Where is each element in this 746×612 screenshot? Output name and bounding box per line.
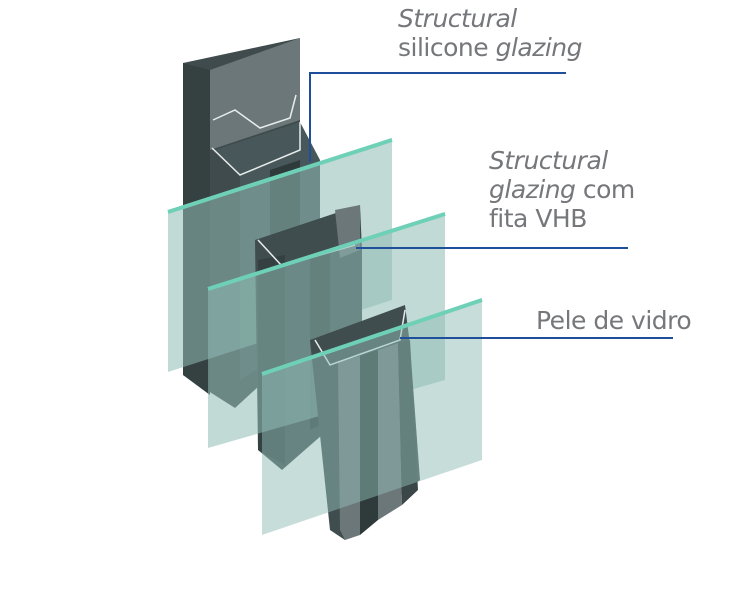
label-pele-de-vidro: Pele de vidro <box>536 306 692 335</box>
label-text: Structural <box>489 146 608 175</box>
label-text: glazing <box>495 33 583 62</box>
glass-edge-3 <box>261 298 483 376</box>
label-structural-silicone-glazing: Structural silicone glazing <box>398 4 583 62</box>
label-text: fita VHB <box>489 204 587 233</box>
label-text: silicone <box>398 33 496 62</box>
label-text: Pele de vidro <box>536 306 692 335</box>
leader-line-silicone <box>309 72 566 162</box>
label-text: com <box>575 175 635 204</box>
label-text: glazing <box>489 175 576 204</box>
label-structural-glazing-vhb: Structural glazing com fita VHB <box>489 146 635 233</box>
label-text: Structural <box>398 4 517 33</box>
glass-edge-2 <box>207 212 446 291</box>
glass-edge-1 <box>167 138 393 214</box>
